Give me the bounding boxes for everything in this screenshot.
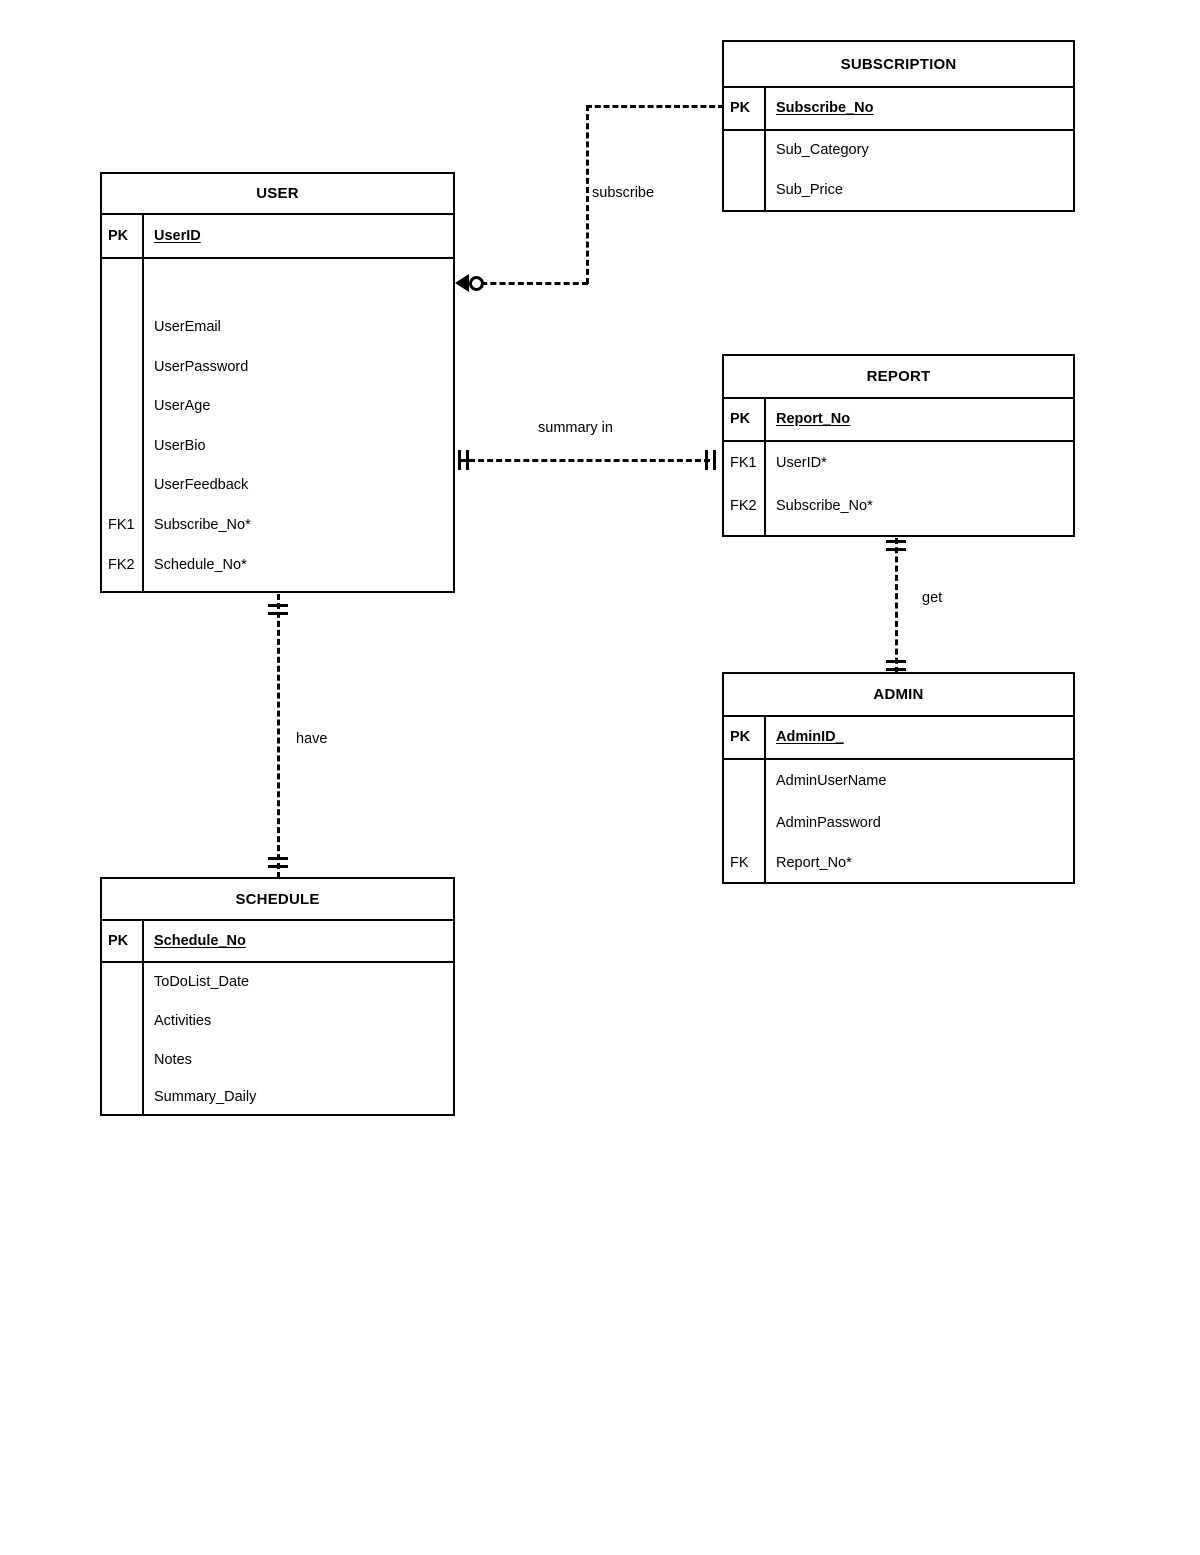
relationship-summary-in-user-tick-inner-icon bbox=[466, 450, 469, 470]
entity-schedule[interactable]: SCHEDULE PK Schedule_No ToDoList_Date Ac… bbox=[100, 877, 455, 1116]
entity-schedule-attr-1: Activities bbox=[154, 1013, 212, 1030]
relationship-get-report-tick-outer-icon bbox=[886, 540, 906, 543]
entity-user-key-4 bbox=[102, 466, 142, 505]
relationship-subscribe-segment-bottom bbox=[472, 282, 588, 285]
entity-schedule-pk-section: PK Schedule_No bbox=[102, 921, 453, 963]
entity-schedule-title: SCHEDULE bbox=[102, 879, 453, 921]
relationship-get-line bbox=[895, 538, 898, 673]
relationship-subscribe-label: subscribe bbox=[592, 185, 655, 201]
entity-subscription-key-1 bbox=[724, 170, 764, 210]
entity-admin-attr-section: FK AdminUserName AdminPassword Report_No… bbox=[724, 760, 1073, 882]
entity-report-pk-key: PK bbox=[730, 411, 751, 428]
entity-schedule-key-2 bbox=[102, 1041, 142, 1080]
relationship-subscribe-optional-circle-icon bbox=[469, 276, 484, 291]
entity-admin-attr-0: AdminUserName bbox=[776, 772, 887, 789]
relationship-get-report-tick-inner-icon bbox=[886, 548, 906, 551]
entity-admin-title: ADMIN bbox=[724, 674, 1073, 717]
relationship-summary-in-label: summary in bbox=[538, 420, 613, 436]
entity-user[interactable]: USER PK UserID FK1 FK2 bbox=[100, 172, 455, 593]
entity-report-pk-section: PK Report_No bbox=[724, 399, 1073, 442]
entity-user-key-5: FK1 bbox=[108, 516, 135, 533]
entity-report-pk-attr-label: Report_No bbox=[776, 411, 851, 428]
entity-admin-key-1 bbox=[724, 802, 764, 845]
entity-subscription-title: SUBSCRIPTION bbox=[724, 42, 1073, 88]
entity-user-attr-section: FK1 FK2 UserEmail UserPassword UserAge U… bbox=[102, 259, 453, 591]
entity-user-key-2 bbox=[102, 387, 142, 426]
entity-admin-key-2: FK bbox=[730, 855, 749, 872]
entity-schedule-pk-key: PK bbox=[108, 932, 129, 949]
entity-schedule-attr-section: ToDoList_Date Activities Notes Summary_D… bbox=[102, 963, 453, 1114]
entity-user-key-1 bbox=[102, 347, 142, 387]
entity-user-attr-0: UserEmail bbox=[154, 318, 221, 335]
entity-user-pk-key: PK bbox=[108, 227, 129, 244]
entity-admin-key-0 bbox=[724, 760, 764, 802]
entity-subscription[interactable]: SUBSCRIPTION PK Subscribe_No Sub_Categor… bbox=[722, 40, 1075, 212]
relationship-summary-in-line bbox=[460, 459, 710, 462]
entity-user-attr-5: Subscribe_No* bbox=[154, 516, 251, 533]
entity-subscription-attr-1: Sub_Price bbox=[776, 181, 843, 198]
entity-user-attr-6: Schedule_No* bbox=[154, 556, 247, 573]
entity-subscription-attr-section: Sub_Category Sub_Price bbox=[724, 131, 1073, 210]
entity-admin-attr-2: Report_No* bbox=[776, 855, 852, 872]
relationship-summary-in-report-tick-outer-icon bbox=[713, 450, 716, 470]
entity-user-attr-1: UserPassword bbox=[154, 358, 249, 375]
entity-admin[interactable]: ADMIN PK AdminID_ FK AdminUserName Admin… bbox=[722, 672, 1075, 884]
entity-user-key-spacer bbox=[102, 259, 142, 307]
relationship-get-admin-tick-inner-icon bbox=[886, 660, 906, 663]
entity-schedule-pk-attr: Schedule_No bbox=[144, 921, 453, 961]
entity-report-pk-attr: Report_No bbox=[766, 399, 1073, 440]
relationship-have-schedule-tick-inner-icon bbox=[268, 857, 288, 860]
entity-report-key-1: FK2 bbox=[730, 497, 757, 514]
entity-admin-pk-attr-label: AdminID_ bbox=[776, 729, 844, 746]
entity-user-key-0 bbox=[102, 307, 142, 347]
entity-schedule-pk-attr-label: Schedule_No bbox=[154, 932, 246, 949]
relationship-have-schedule-tick-outer-icon bbox=[268, 865, 288, 868]
entity-user-attr-3: UserBio bbox=[154, 437, 206, 454]
entity-report-attr-0: UserID* bbox=[776, 454, 827, 471]
relationship-have-label: have bbox=[296, 731, 328, 747]
entity-schedule-attr-2: Notes bbox=[154, 1052, 192, 1069]
entity-subscription-attr-0: Sub_Category bbox=[776, 142, 869, 159]
entity-schedule-key-0 bbox=[102, 963, 142, 1002]
entity-report-title: REPORT bbox=[724, 356, 1073, 399]
entity-user-pk-attr: UserID bbox=[144, 215, 453, 257]
entity-user-attr-4: UserFeedback bbox=[154, 477, 249, 494]
entity-user-key-6: FK2 bbox=[108, 556, 135, 573]
relationship-get-label: get bbox=[922, 590, 943, 606]
entity-user-title: USER bbox=[102, 174, 453, 215]
relationship-have-line bbox=[277, 594, 280, 878]
entity-schedule-attr-0: ToDoList_Date bbox=[154, 974, 250, 991]
entity-user-attr-spacer bbox=[144, 259, 453, 307]
relationship-summary-in-report-tick-inner-icon bbox=[705, 450, 708, 470]
entity-schedule-attr-3: Summary_Daily bbox=[154, 1088, 257, 1105]
relationship-summary-in-user-tick-outer-icon bbox=[458, 450, 461, 470]
entity-subscription-pk-attr-label: Subscribe_No bbox=[776, 100, 874, 117]
entity-subscription-pk-key: PK bbox=[730, 100, 751, 117]
entity-subscription-key-0 bbox=[724, 131, 764, 170]
relationship-subscribe-segment-vertical bbox=[586, 105, 589, 284]
entity-report-attr-1: Subscribe_No* bbox=[776, 497, 873, 514]
entity-subscription-pk-attr: Subscribe_No bbox=[766, 88, 1073, 129]
entity-schedule-key-1 bbox=[102, 1002, 142, 1041]
entity-user-attr-2: UserAge bbox=[154, 398, 211, 415]
entity-admin-pk-key: PK bbox=[730, 729, 751, 746]
relationship-subscribe-crowsfoot-icon bbox=[455, 274, 469, 292]
entity-report-attr-section: FK1 FK2 UserID* Subscribe_No* bbox=[724, 442, 1073, 535]
entity-user-pk-attr-label: UserID bbox=[154, 227, 201, 244]
entity-user-pk-section: PK UserID bbox=[102, 215, 453, 259]
entity-report[interactable]: REPORT PK Report_No FK1 FK2 UserID* Subs… bbox=[722, 354, 1075, 537]
relationship-have-user-tick-inner-icon bbox=[268, 612, 288, 615]
entity-admin-pk-section: PK AdminID_ bbox=[724, 717, 1073, 760]
relationship-subscribe-segment-top bbox=[586, 105, 724, 108]
entity-report-key-0: FK1 bbox=[730, 454, 757, 471]
entity-schedule-key-3 bbox=[102, 1080, 142, 1114]
relationship-get-admin-tick-outer-icon bbox=[886, 668, 906, 671]
entity-admin-attr-1: AdminPassword bbox=[776, 815, 881, 832]
entity-user-key-3 bbox=[102, 426, 142, 466]
entity-subscription-pk-section: PK Subscribe_No bbox=[724, 88, 1073, 131]
entity-admin-pk-attr: AdminID_ bbox=[766, 717, 1073, 758]
relationship-have-user-tick-outer-icon bbox=[268, 604, 288, 607]
